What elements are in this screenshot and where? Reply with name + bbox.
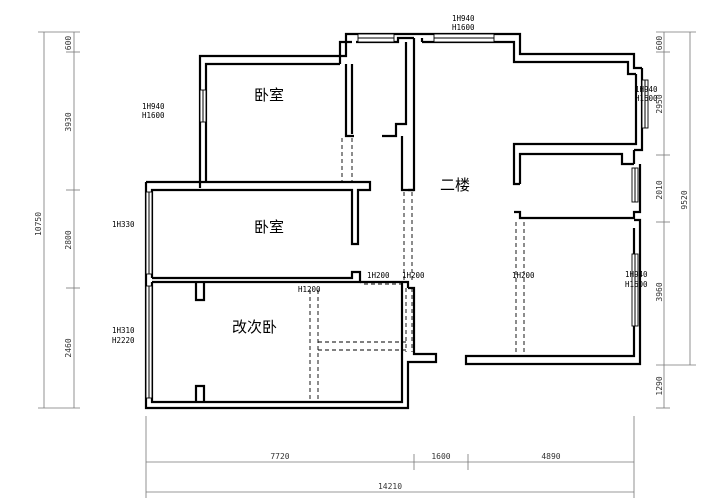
- windows: [145, 33, 649, 399]
- note-win-right-bottom-l2: H1600: [625, 280, 648, 289]
- dim-right-seg-4: 3960: [655, 282, 664, 301]
- note-door-3: 1H200: [512, 271, 535, 280]
- dim-left-total: 10750: [34, 212, 43, 236]
- dim-left-seg-3: 2800: [64, 230, 73, 249]
- dim-right-seg-2: 2950: [655, 94, 664, 113]
- dim-right-seg-1: 600: [655, 36, 664, 51]
- dim-bottom-total: 14210: [378, 482, 402, 491]
- bottom-dimension-lines: [145, 416, 635, 498]
- note-win-right-top-l2: H1600: [635, 94, 658, 103]
- room-label-stair: 二楼: [440, 176, 470, 194]
- room-label-bedroom-mid: 卧室: [254, 218, 284, 236]
- right-dimension-lines: [656, 31, 696, 409]
- note-win-right-bottom-l1: 1H940: [625, 270, 648, 279]
- room-label-bedroom-converted: 改次卧: [232, 318, 277, 336]
- note-door-1: 1H200: [367, 271, 390, 280]
- note-door-2: 1H200: [402, 271, 425, 280]
- left-dimension-lines: [38, 31, 80, 409]
- room-label-bedroom-top: 卧室: [254, 86, 284, 104]
- note-win-bottom-left-l2: H2220: [112, 336, 135, 345]
- dim-bottom-seg-3: 4890: [541, 452, 560, 461]
- note-win-mid-left: 1H330: [112, 220, 135, 229]
- dim-bottom-seg-1: 7720: [270, 452, 289, 461]
- dim-left-seg-1: 600: [64, 36, 73, 51]
- note-win-top-l1: 1H940: [452, 14, 475, 23]
- dim-bottom-seg-2: 1600: [431, 452, 450, 461]
- note-win-top-l2: H1600: [452, 23, 475, 32]
- dim-right-total: 9520: [680, 190, 689, 209]
- note-door-4: H1200: [298, 285, 321, 294]
- dim-left-seg-2: 3930: [64, 112, 73, 131]
- dim-right-seg-3: 2010: [655, 180, 664, 199]
- dim-left-seg-4: 2460: [64, 338, 73, 357]
- note-win-bottom-left-l1: 1H310: [112, 326, 135, 335]
- note-win-left-l2: H1600: [142, 111, 165, 120]
- walls: [144, 32, 644, 410]
- note-win-right-top-l1: 1H940: [635, 85, 658, 94]
- note-win-left-l1: 1H940: [142, 102, 165, 111]
- door-openings: [309, 138, 525, 400]
- dim-right-seg-5: 1290: [655, 376, 664, 395]
